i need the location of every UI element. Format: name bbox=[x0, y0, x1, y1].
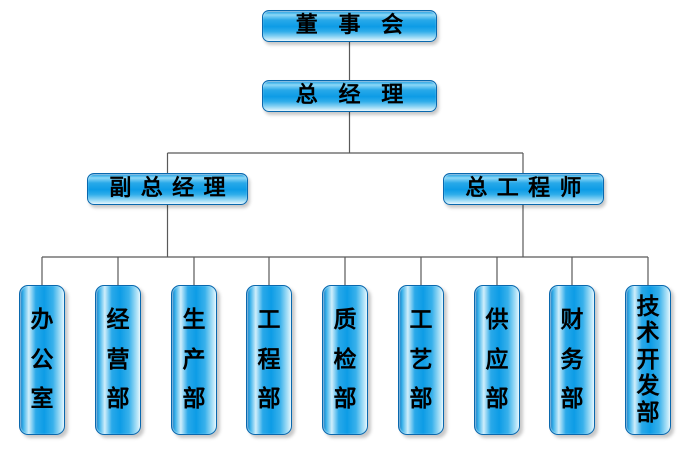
org-box-dept-tech-development: 技术开发部 bbox=[625, 285, 671, 435]
org-box-dept-business-label: 经营部 bbox=[106, 306, 130, 413]
org-box-general-manager-label: 总经理 bbox=[295, 83, 404, 108]
org-box-board-label: 董事会 bbox=[295, 13, 404, 38]
org-box-chief-engineer-label: 总工程师 bbox=[465, 176, 582, 201]
org-box-dept-office-label: 办公室 bbox=[30, 306, 54, 413]
org-box-board: 董事会 bbox=[262, 10, 437, 42]
org-box-dept-process: 工艺部 bbox=[398, 285, 444, 435]
org-box-general-manager: 总经理 bbox=[262, 80, 437, 112]
org-box-dept-business: 经营部 bbox=[95, 285, 141, 435]
org-box-dept-supply: 供应部 bbox=[474, 285, 520, 435]
org-box-dept-tech-development-label: 技术开发部 bbox=[636, 293, 660, 426]
org-box-dept-production-label: 生产部 bbox=[182, 306, 206, 413]
org-box-dept-quality-inspection: 质检部 bbox=[322, 285, 368, 435]
org-box-dept-engineering-label: 工程部 bbox=[257, 306, 281, 413]
org-box-dept-office: 办公室 bbox=[19, 285, 65, 435]
org-box-dept-quality-inspection-label: 质检部 bbox=[333, 306, 357, 413]
org-box-dept-process-label: 工艺部 bbox=[409, 306, 433, 413]
org-box-dept-finance-label: 财务部 bbox=[560, 306, 584, 413]
org-box-dept-supply-label: 供应部 bbox=[485, 306, 509, 413]
org-box-chief-engineer: 总工程师 bbox=[443, 173, 604, 205]
org-box-dept-production: 生产部 bbox=[171, 285, 217, 435]
org-box-dept-engineering: 工程部 bbox=[246, 285, 292, 435]
org-box-dept-finance: 财务部 bbox=[549, 285, 595, 435]
org-box-deputy-general-manager: 副总经理 bbox=[87, 173, 248, 205]
org-box-deputy-general-manager-label: 副总经理 bbox=[109, 176, 226, 201]
